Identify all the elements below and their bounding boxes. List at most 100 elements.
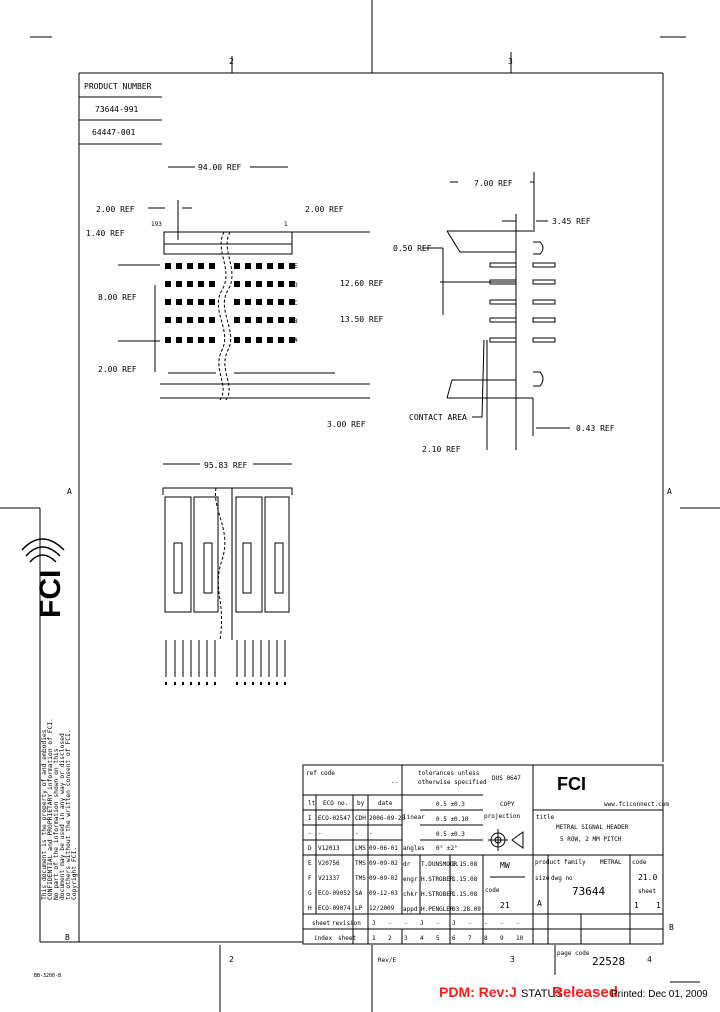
sheet-index-cell: 4	[420, 935, 424, 942]
revision-cell: 09-09-02	[369, 875, 398, 882]
dim-tip: 0.43 REF	[576, 424, 615, 433]
dim-height-1: 12.60 REF	[340, 279, 384, 288]
size-label: size	[535, 875, 550, 882]
tolerance-label: tolerances unless	[418, 770, 480, 777]
pin-tail	[532, 337, 556, 343]
sheet-revision-cell: J	[420, 920, 424, 927]
signoff-cell: 1.15.08	[452, 891, 478, 898]
rev-header: date	[378, 800, 393, 807]
zone-label-left-a: A	[67, 487, 72, 496]
bottom-pin-tip	[252, 682, 254, 685]
pin-tail	[489, 337, 517, 343]
product-family: METRAL	[600, 859, 622, 866]
ref-code-label: ref code	[306, 770, 335, 777]
revision-cell: V20756	[318, 860, 340, 867]
sheet-revision-cell: J	[372, 920, 376, 927]
zone-label-left-b: B	[65, 933, 70, 942]
signoff-cell: H.STROBER	[421, 876, 454, 883]
signoff-cell: 1.15.08	[452, 861, 478, 868]
pin-grid	[165, 263, 295, 343]
column-label-first: 193	[151, 221, 162, 228]
tolerance-label: otherwise specified	[418, 779, 487, 786]
website: www.fciconnect.com	[604, 801, 669, 808]
pin-square	[176, 337, 182, 343]
signoff-cell: appd	[403, 906, 418, 913]
pin-square	[289, 317, 295, 323]
pin-square	[198, 299, 204, 305]
pin-square	[234, 337, 240, 343]
rev-header: by	[357, 800, 365, 807]
sheet-label: sheet	[312, 920, 330, 927]
dim-depth: 7.00 REF	[474, 179, 513, 188]
ref-code-value: --	[391, 779, 398, 786]
signoff-cell: dr	[403, 861, 411, 868]
pin-square	[278, 317, 284, 323]
pin-square	[176, 317, 182, 323]
revision-cell: -	[318, 830, 322, 837]
tolerance-value: 0.5 ±0.3	[436, 831, 465, 838]
pin-square	[278, 281, 284, 287]
pin-square	[289, 337, 295, 343]
pin-square	[198, 281, 204, 287]
bottom-pin-tip	[174, 682, 176, 685]
pin-tail	[532, 262, 556, 268]
revision-cell: SA	[355, 890, 363, 897]
pin-square	[209, 317, 215, 323]
title-label: title	[536, 814, 554, 821]
projection-label: projection	[484, 813, 521, 820]
revision-cell: CDH	[355, 815, 366, 822]
sheet-index-cell: 7	[468, 935, 472, 942]
disclaimer-line: document may be used in any way or discl…	[59, 733, 66, 900]
dim-tail: 3.45 REF	[552, 217, 591, 226]
bottom-pin-tip	[182, 682, 184, 685]
dim-top-offset: 1.40 REF	[86, 229, 125, 238]
disclaimer-line: CONFIDENTIAL and PROPRIETARY information…	[47, 718, 54, 900]
revision-cell: V12013	[318, 845, 340, 852]
pin-square	[209, 263, 215, 269]
pin-square	[267, 281, 273, 287]
dim-overall: 94.00 REF	[198, 163, 242, 172]
pin-square	[176, 299, 182, 305]
drawing-title: METRAL SIGNAL HEADER	[556, 824, 629, 831]
fci-side-logo: FCI	[21, 538, 67, 618]
contact-area-label: CONTACT AREA	[409, 413, 467, 422]
row-label: C	[294, 300, 298, 307]
code2-label: code	[632, 859, 647, 866]
size-value: A	[537, 899, 542, 908]
zone-label-bottom-2: 2	[229, 955, 234, 964]
small-code: BB-3200-B	[34, 973, 61, 979]
linear-label: linear	[403, 814, 425, 821]
pin-tail	[489, 299, 517, 305]
revision-cell: 09-09-02	[369, 860, 398, 867]
pin-square	[278, 263, 284, 269]
pin-square	[245, 299, 251, 305]
page-code: 22528	[592, 955, 625, 968]
fci-title-logo: FCI	[557, 774, 586, 794]
revision-cell: -	[369, 830, 373, 837]
zone-label-bottom-4: 4	[647, 955, 652, 964]
revision-cell: I	[308, 815, 312, 822]
pin-square	[176, 281, 182, 287]
copy-label: COPY	[500, 801, 515, 808]
dim-pitch-left: 2.00 REF	[96, 205, 135, 214]
signoff-cell: 1.15.08	[452, 876, 478, 883]
sheet-revision-cell: -	[436, 920, 440, 927]
sheet-index-cell: 8	[484, 935, 488, 942]
pin-square	[256, 263, 262, 269]
pin-square	[198, 337, 204, 343]
dim-pitch-right: 2.00 REF	[305, 205, 344, 214]
bottom-pin-tip	[206, 682, 208, 685]
signoff-cell: engr	[403, 876, 418, 883]
pin-square	[187, 317, 193, 323]
standard-value: DUS 0647	[492, 775, 521, 782]
revision-cell: -	[308, 830, 312, 837]
product-number-row: 73644-991	[95, 105, 139, 114]
index-label: index	[314, 935, 332, 942]
bottom-pin-tip	[198, 682, 200, 685]
pin-square	[198, 317, 204, 323]
pin-square	[245, 317, 251, 323]
revision-cell: LP	[355, 905, 363, 912]
